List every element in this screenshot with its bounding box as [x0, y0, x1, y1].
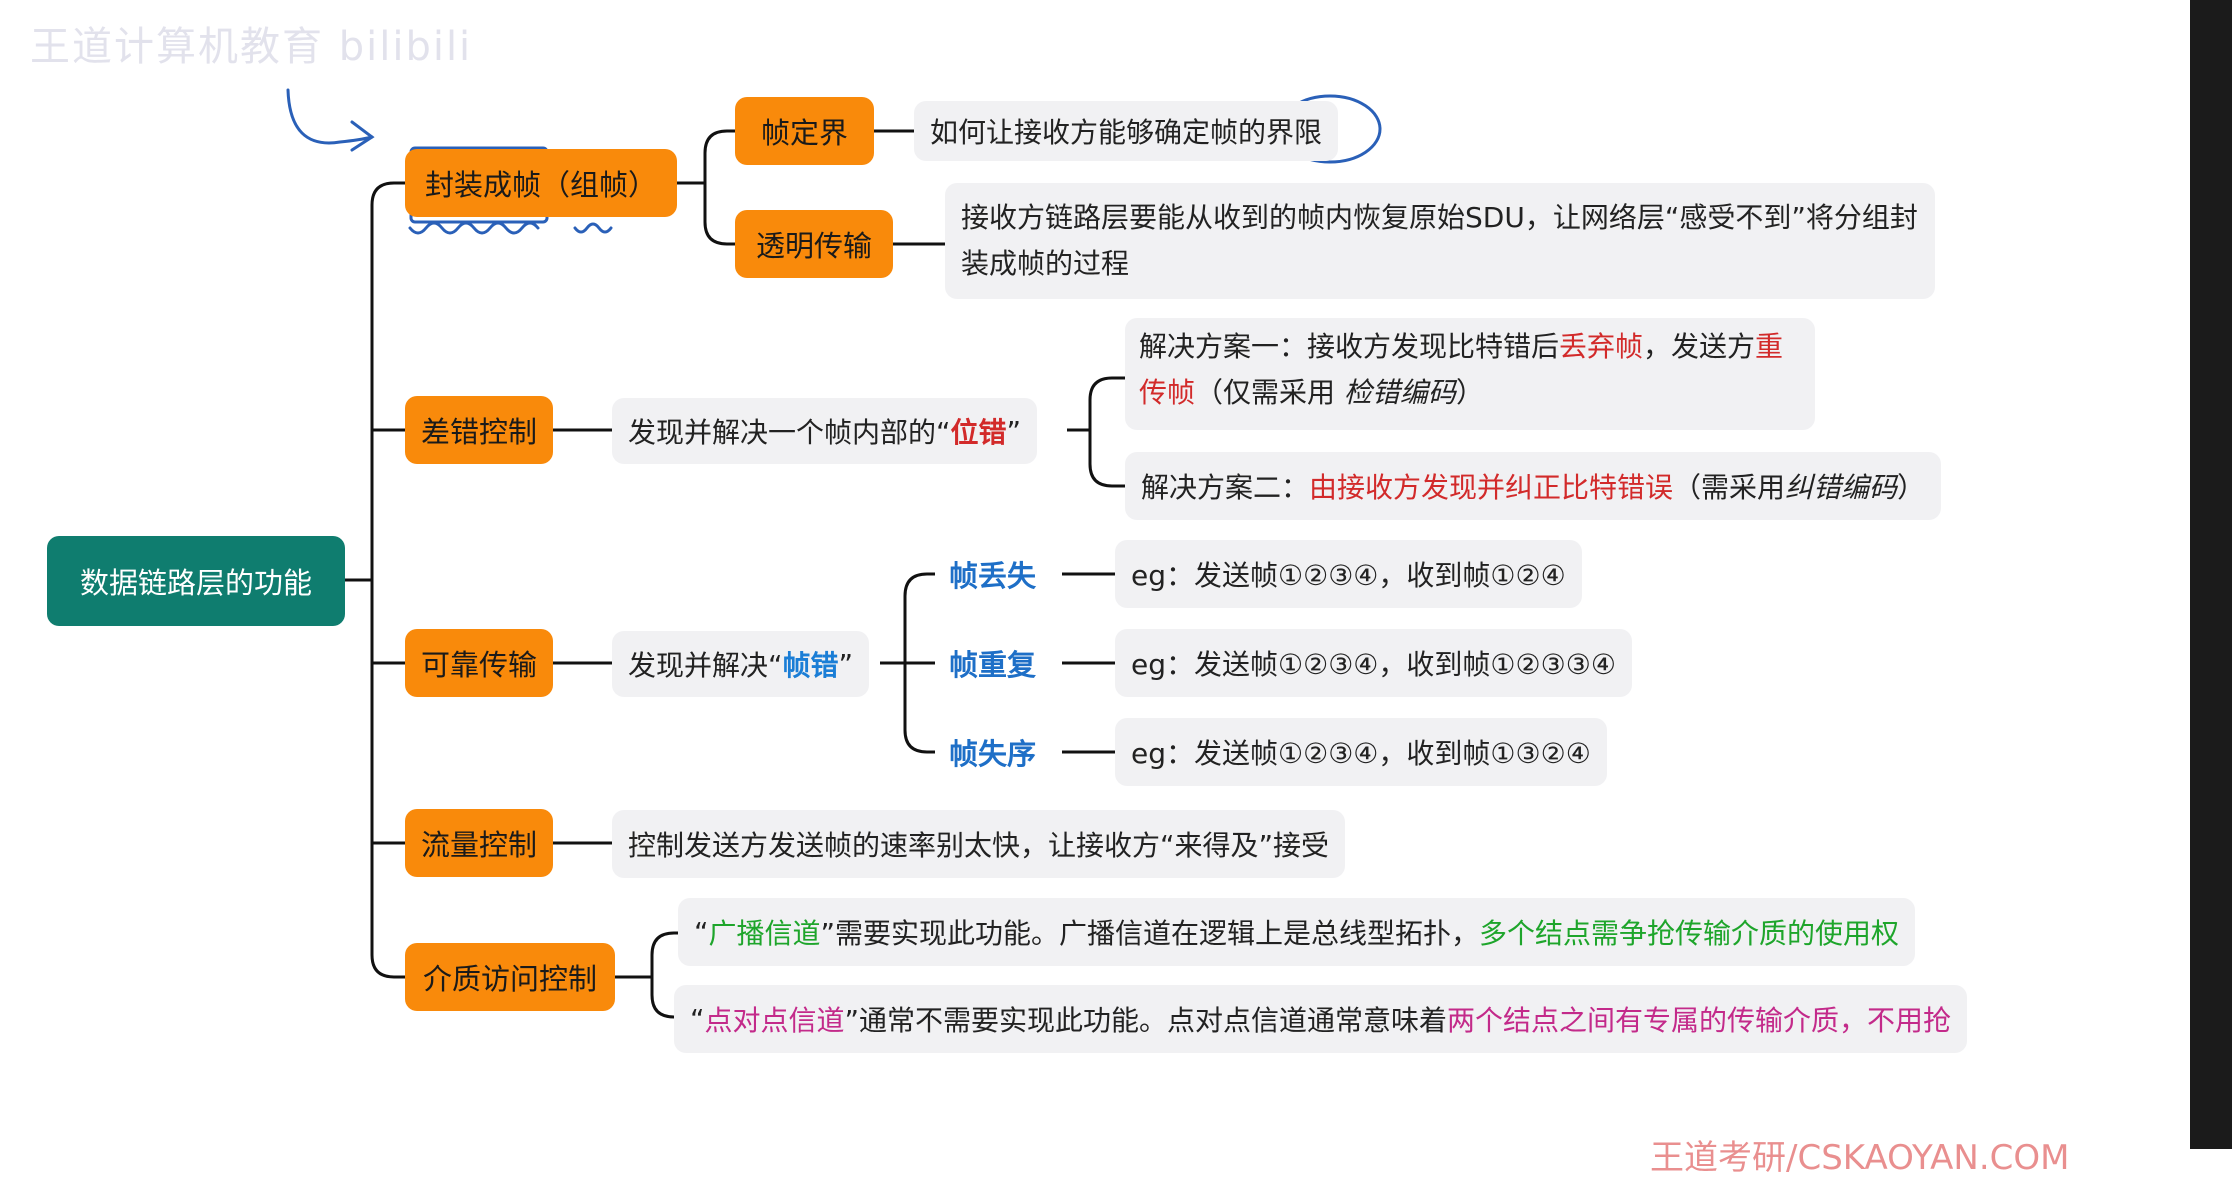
reliable-transfer-node: 可靠传输 — [405, 629, 553, 697]
frame-disorder-node: 帧失序 — [949, 737, 1037, 771]
p2p-channel-highlight: 点对点信道 — [704, 1004, 845, 1037]
connector-lines — [286, 88, 1382, 1019]
error-solution-2: 解决方案二：由接收方发现并纠正比特错误（需采用 纠错编码） — [1125, 452, 1942, 520]
sol1-text2: ，发送方 — [1643, 330, 1756, 363]
sol2-correct-code: 纠错编码 — [1785, 471, 1898, 504]
sol2-text2: （需采用 — [1673, 471, 1786, 504]
p2p-dedicated-highlight: 两个结点之间有专属的传输介质，不用抢 — [1447, 1004, 1952, 1037]
error-desc-post: ” — [1006, 414, 1022, 448]
sol1-text3: （仅需采用 — [1195, 376, 1344, 409]
frame-delimit-node: 帧定界 — [735, 97, 874, 165]
sol2-text1: 解决方案二： — [1141, 471, 1310, 504]
video-watermark: 王道计算机教育 bilibili — [30, 24, 473, 70]
frame-loss-desc: eg：发送帧①②③④，收到帧①②④ — [1115, 540, 1582, 608]
sol1-retransmit-frame: 重传帧 — [1139, 330, 1784, 409]
frame-duplicate-node: 帧重复 — [949, 648, 1037, 682]
bit-error-highlight: 位错 — [950, 416, 1007, 449]
reliable-transfer-desc: 发现并解决“帧错” — [612, 631, 870, 697]
sol1-text4: ） — [1455, 376, 1484, 409]
frame-loss-node: 帧丢失 — [949, 559, 1037, 593]
mac2-text: ”通常不需要实现此功能。点对点信道通常意味着 — [844, 1004, 1448, 1037]
frame-disorder-desc: eg：发送帧①②③④，收到帧①③②④ — [1115, 718, 1607, 786]
error-solution-1: 解决方案一：接收方发现比特错后丢弃帧，发送方重传帧（仅需采用 检错编码） — [1125, 318, 1815, 430]
root-node: 数据链路层的功能 — [47, 536, 345, 626]
mac1-text: ”需要实现此功能。广播信道在逻辑上是总线型拓扑， — [820, 917, 1480, 950]
frame-error-highlight: 帧错 — [782, 649, 839, 682]
reliable-desc-post: ” — [838, 647, 854, 681]
reliable-desc-pre: 发现并解决“ — [628, 649, 783, 682]
broadcast-channel-highlight: 广播信道 — [708, 917, 821, 950]
framing-node: 封装成帧（组帧） — [405, 149, 677, 217]
error-control-node: 差错控制 — [405, 396, 553, 464]
transparent-transfer-desc: 接收方链路层要能从收到的帧内恢复原始SDU，让网络层“感受不到”将分组封装成帧的… — [945, 183, 1935, 299]
frame-delimit-desc: 如何让接收方能够确定帧的界限 — [914, 101, 1339, 161]
sol2-text3: ） — [1897, 471, 1926, 504]
frame-duplicate-desc: eg：发送帧①②③④，收到帧①②③③④ — [1115, 629, 1632, 697]
sol1-detect-code: 检错编码 — [1343, 376, 1456, 409]
sol1-text1: 解决方案一：接收方发现比特错后 — [1139, 330, 1560, 363]
mac-node: 介质访问控制 — [405, 943, 615, 1011]
broadcast-compete-highlight: 多个结点需争抢传输介质的使用权 — [1479, 917, 1900, 950]
sol1-discard-frame: 丢弃帧 — [1559, 330, 1644, 363]
error-desc-pre: 发现并解决一个帧内部的“ — [628, 416, 951, 449]
mac-broadcast-desc: “广播信道”需要实现此功能。广播信道在逻辑上是总线型拓扑，多个结点需争抢传输介质… — [678, 898, 1916, 966]
flow-control-desc: 控制发送方发送帧的速率别太快，让接收方“来得及”接受 — [612, 810, 1346, 878]
error-control-desc: 发现并解决一个帧内部的“位错” — [612, 398, 1038, 464]
transparent-transfer-node: 透明传输 — [735, 210, 893, 278]
mac-p2p-desc: “点对点信道”通常不需要实现此功能。点对点信道通常意味着两个结点之间有专属的传输… — [674, 985, 1968, 1053]
dark-edge — [2190, 0, 2232, 1149]
mac1-q1: “ — [694, 915, 709, 949]
mac2-q1: “ — [690, 1002, 705, 1036]
flow-control-node: 流量控制 — [405, 809, 553, 877]
sol2-correct-bits: 由接收方发现并纠正比特错误 — [1309, 471, 1674, 504]
